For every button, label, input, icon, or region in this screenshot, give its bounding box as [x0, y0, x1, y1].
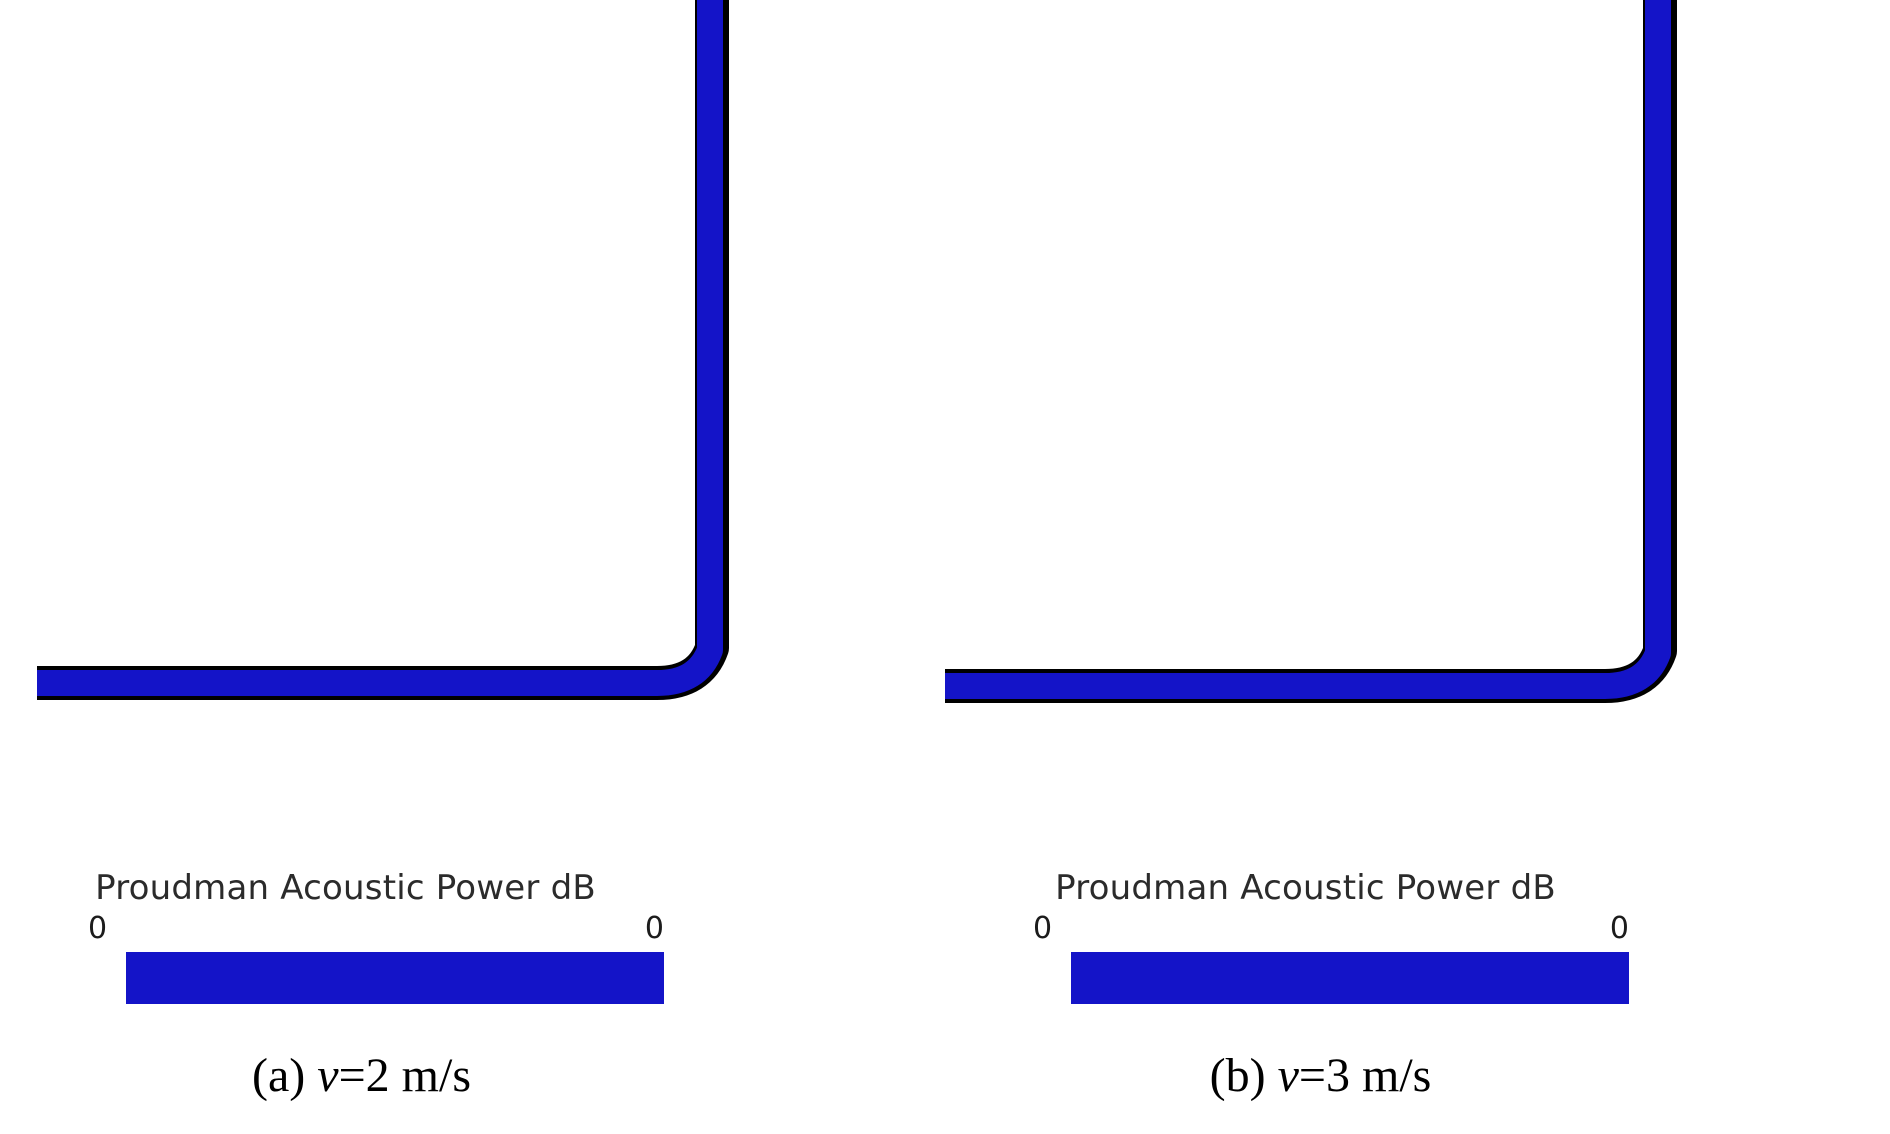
- colorbar-legend-a: Proudman Acoustic Power dB 0 0: [0, 868, 945, 1068]
- panel-caption-b: (b) v=3 m/s: [848, 1048, 1793, 1103]
- colorbar-tick-max-b: 0: [1609, 911, 1629, 946]
- colorbar-legend-b: Proudman Acoustic Power dB 0 0: [945, 868, 1890, 1068]
- colorbar-tick-min-b: 0: [1033, 911, 1053, 946]
- panel-caption-a-prefix: (a): [251, 1049, 318, 1102]
- contour-graphic-b: [945, 0, 1677, 703]
- contour-plot-a: [0, 0, 945, 865]
- panel-caption-a: (a) v=2 m/s: [0, 1048, 834, 1103]
- panel-a: Proudman Acoustic Power dB 0 0 (a) v=2 m…: [0, 0, 945, 1103]
- contour-outline-a: [37, 0, 729, 700]
- contour-plot-b: [945, 0, 1890, 865]
- colorbar-tick-max-a: 0: [644, 911, 664, 946]
- panel-caption-a-variable: v: [317, 1049, 339, 1102]
- contour-line-a: [37, 0, 723, 696]
- colorbar-swatch-a: [126, 952, 664, 1004]
- colorbar-title-b: Proudman Acoustic Power dB: [1055, 868, 1556, 908]
- contour-graphic-a: [37, 0, 729, 700]
- panel-b: Proudman Acoustic Power dB 0 0 (b) v=3 m…: [945, 0, 1890, 1134]
- panel-caption-b-suffix: =3 m/s: [1298, 1049, 1432, 1102]
- contour-outline-b: [945, 0, 1677, 703]
- contour-line-b: [945, 0, 1671, 699]
- colorbar-title-a: Proudman Acoustic Power dB: [95, 868, 596, 908]
- colorbar-ticks-a: 0 0: [88, 914, 664, 948]
- colorbar-swatch-b: [1071, 952, 1629, 1004]
- colorbar-tick-min-a: 0: [88, 911, 108, 946]
- panel-caption-b-prefix: (b): [1209, 1049, 1278, 1102]
- panel-caption-a-suffix: =2 m/s: [338, 1049, 471, 1102]
- colorbar-ticks-b: 0 0: [1033, 914, 1629, 948]
- panel-caption-b-variable: v: [1277, 1049, 1299, 1102]
